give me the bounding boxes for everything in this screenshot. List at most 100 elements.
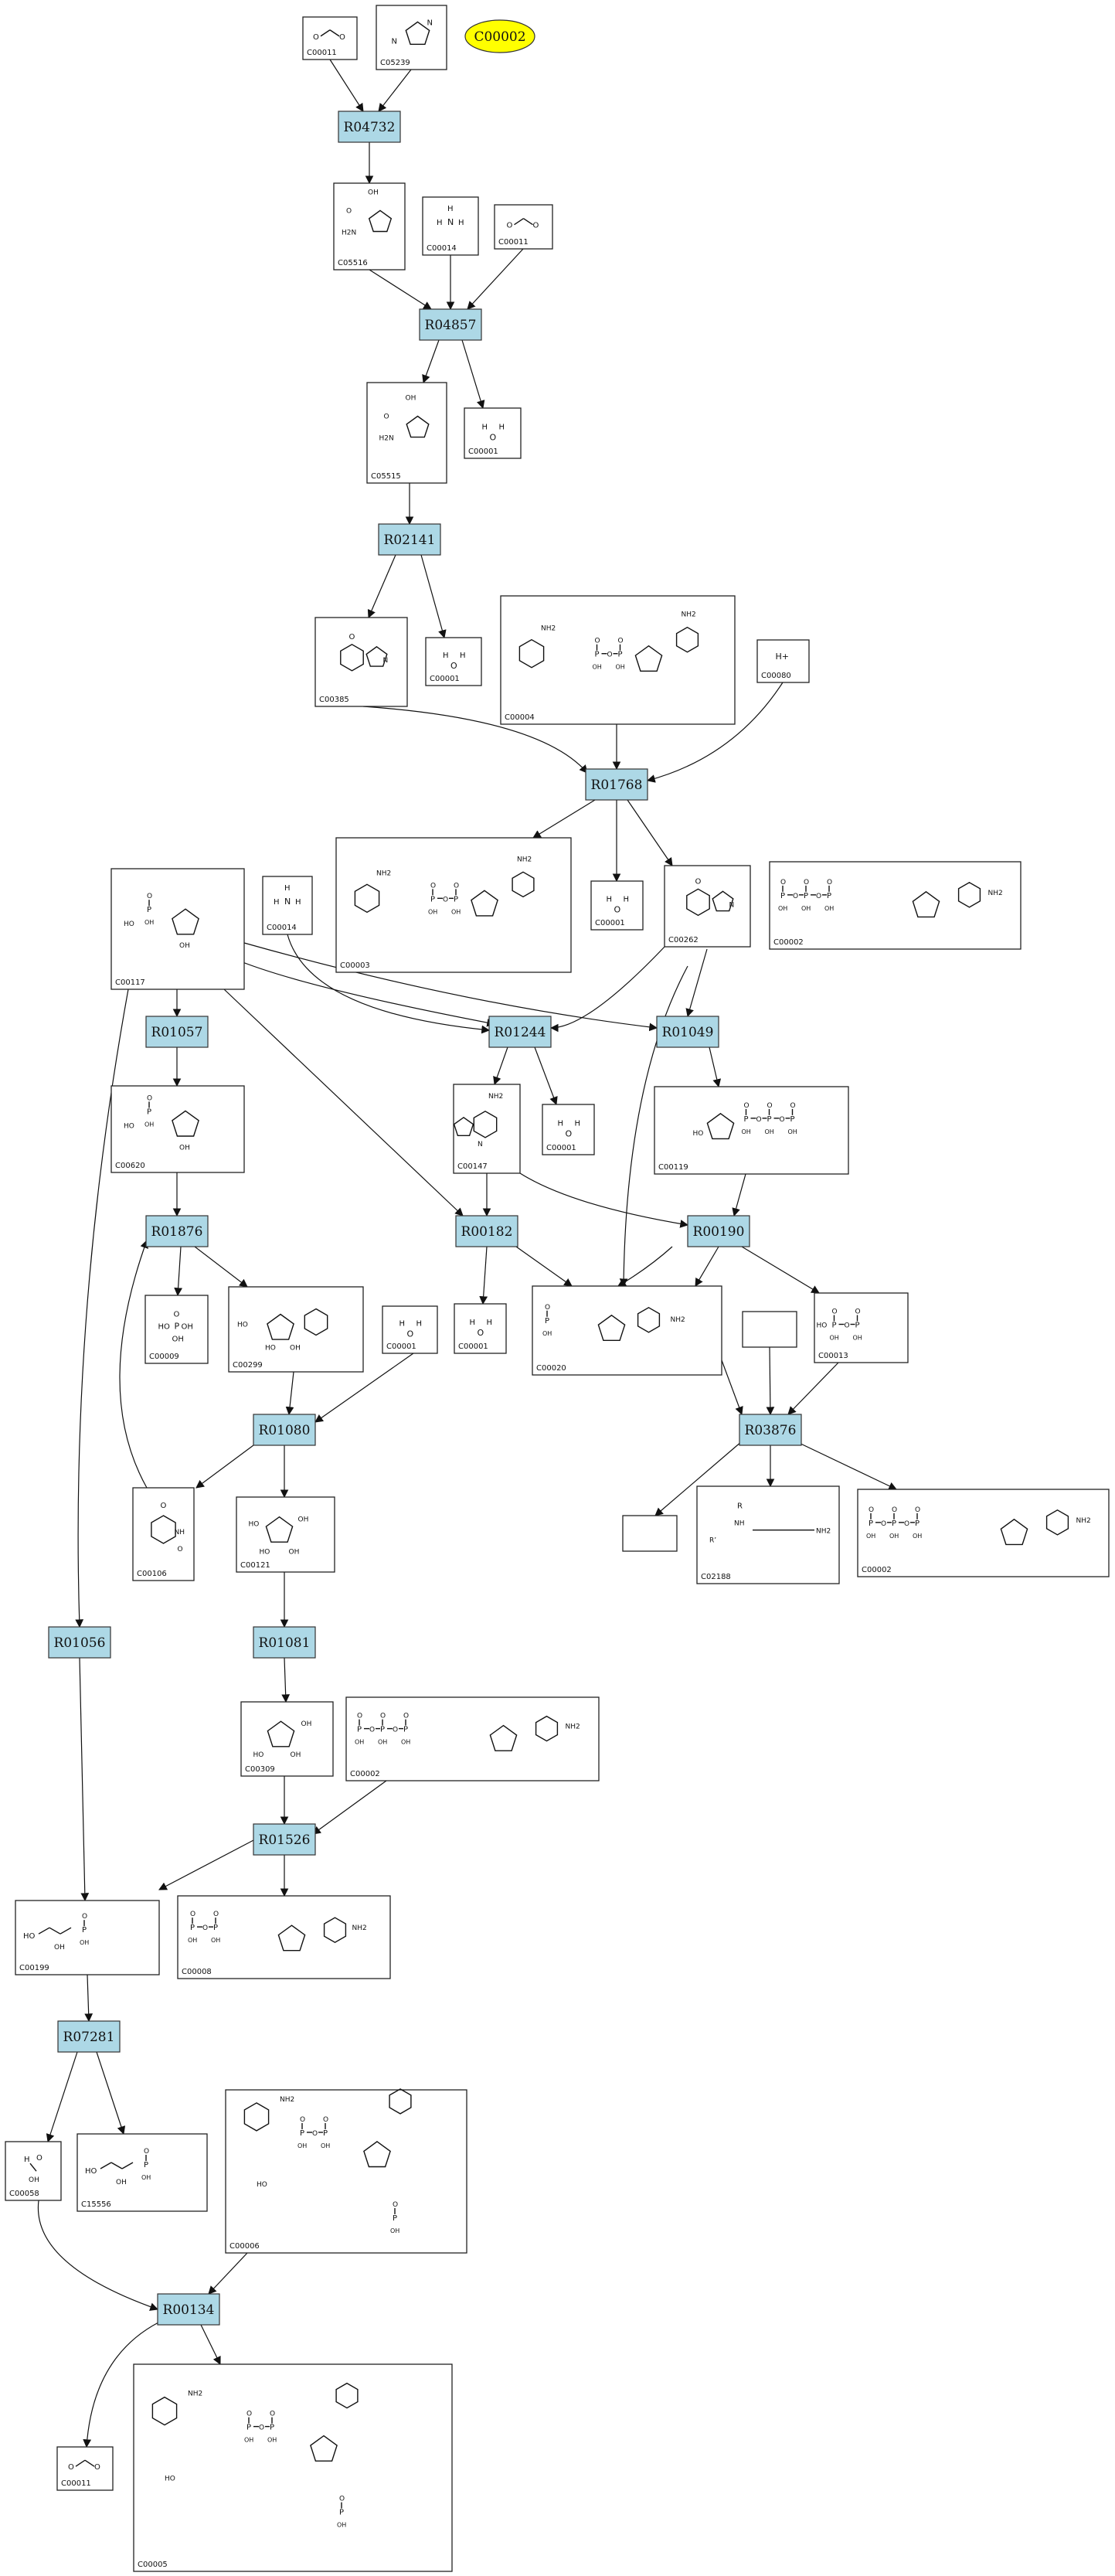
- svg-text:O: O: [147, 893, 152, 900]
- svg-text:H: H: [624, 895, 630, 903]
- svg-text:HO: HO: [265, 1345, 276, 1353]
- reaction-node[interactable]: R00190: [687, 1215, 750, 1247]
- svg-text:HO: HO: [253, 1751, 264, 1759]
- highlight-compound[interactable]: C00002: [464, 19, 535, 53]
- structure-water: HOH: [482, 423, 505, 442]
- reaction-node[interactable]: R01876: [145, 1215, 209, 1247]
- svg-text:NH2: NH2: [488, 1093, 503, 1101]
- reaction-node[interactable]: R01056: [48, 1626, 111, 1659]
- svg-text:P: P: [767, 1115, 772, 1124]
- svg-text:P: P: [744, 1115, 749, 1124]
- compound-node[interactable]: [622, 1515, 678, 1552]
- svg-text:P: P: [190, 1924, 195, 1932]
- reaction-node[interactable]: R01768: [585, 768, 648, 801]
- svg-text:P: P: [855, 1322, 860, 1330]
- svg-text:O: O: [756, 1116, 762, 1124]
- reaction-label: R01876: [151, 1224, 203, 1240]
- svg-text:HO: HO: [257, 2181, 267, 2189]
- pathway-edge: [79, 1657, 90, 1902]
- svg-text:O: O: [869, 1506, 874, 1514]
- svg-text:P: P: [790, 1115, 795, 1124]
- pathway-edge: [378, 69, 412, 112]
- svg-text:O: O: [533, 222, 539, 230]
- reaction-node[interactable]: R02141: [378, 523, 441, 556]
- compound-node[interactable]: [742, 1311, 797, 1348]
- reaction-node[interactable]: R01526: [253, 1823, 316, 1856]
- pathway-edge: [37, 2200, 159, 2311]
- svg-text:NH2: NH2: [1076, 1517, 1091, 1525]
- svg-text:O: O: [780, 1116, 785, 1124]
- svg-text:H: H: [499, 423, 505, 431]
- compound-id: C00002: [773, 938, 804, 947]
- svg-text:HO: HO: [85, 2167, 97, 2176]
- svg-text:OH: OH: [355, 1739, 364, 1746]
- reaction-node[interactable]: R04732: [338, 111, 401, 143]
- svg-text:O: O: [174, 1311, 180, 1319]
- svg-text:N: N: [478, 1141, 483, 1148]
- pathway-edge: [519, 1172, 689, 1228]
- reaction-node[interactable]: R01081: [253, 1626, 316, 1659]
- reaction-node[interactable]: R01080: [253, 1414, 316, 1446]
- svg-text:OH: OH: [321, 2142, 330, 2149]
- pathway-edge: [732, 1173, 746, 1217]
- reaction-node[interactable]: R01049: [656, 1016, 719, 1048]
- reaction-node[interactable]: R01057: [145, 1016, 209, 1048]
- svg-text:O: O: [259, 2425, 264, 2432]
- reaction-node[interactable]: R00134: [157, 2293, 220, 2326]
- pathway-edge: [795, 1441, 897, 1490]
- reaction-label: R02141: [384, 533, 436, 548]
- svg-text:O: O: [881, 1520, 886, 1528]
- reaction-label: R00190: [693, 1224, 745, 1240]
- structure-water: HOH: [443, 652, 466, 671]
- compound-node[interactable]: H+C00080: [756, 639, 810, 683]
- reaction-node[interactable]: R01244: [488, 1016, 552, 1048]
- reaction-node[interactable]: R03876: [739, 1414, 802, 1446]
- pathway-edge: [281, 1657, 291, 1703]
- reaction-node[interactable]: R04857: [419, 308, 482, 341]
- reaction-node[interactable]: R00182: [455, 1215, 518, 1247]
- svg-text:O: O: [178, 1546, 183, 1553]
- reaction-node[interactable]: R07281: [57, 2020, 121, 2053]
